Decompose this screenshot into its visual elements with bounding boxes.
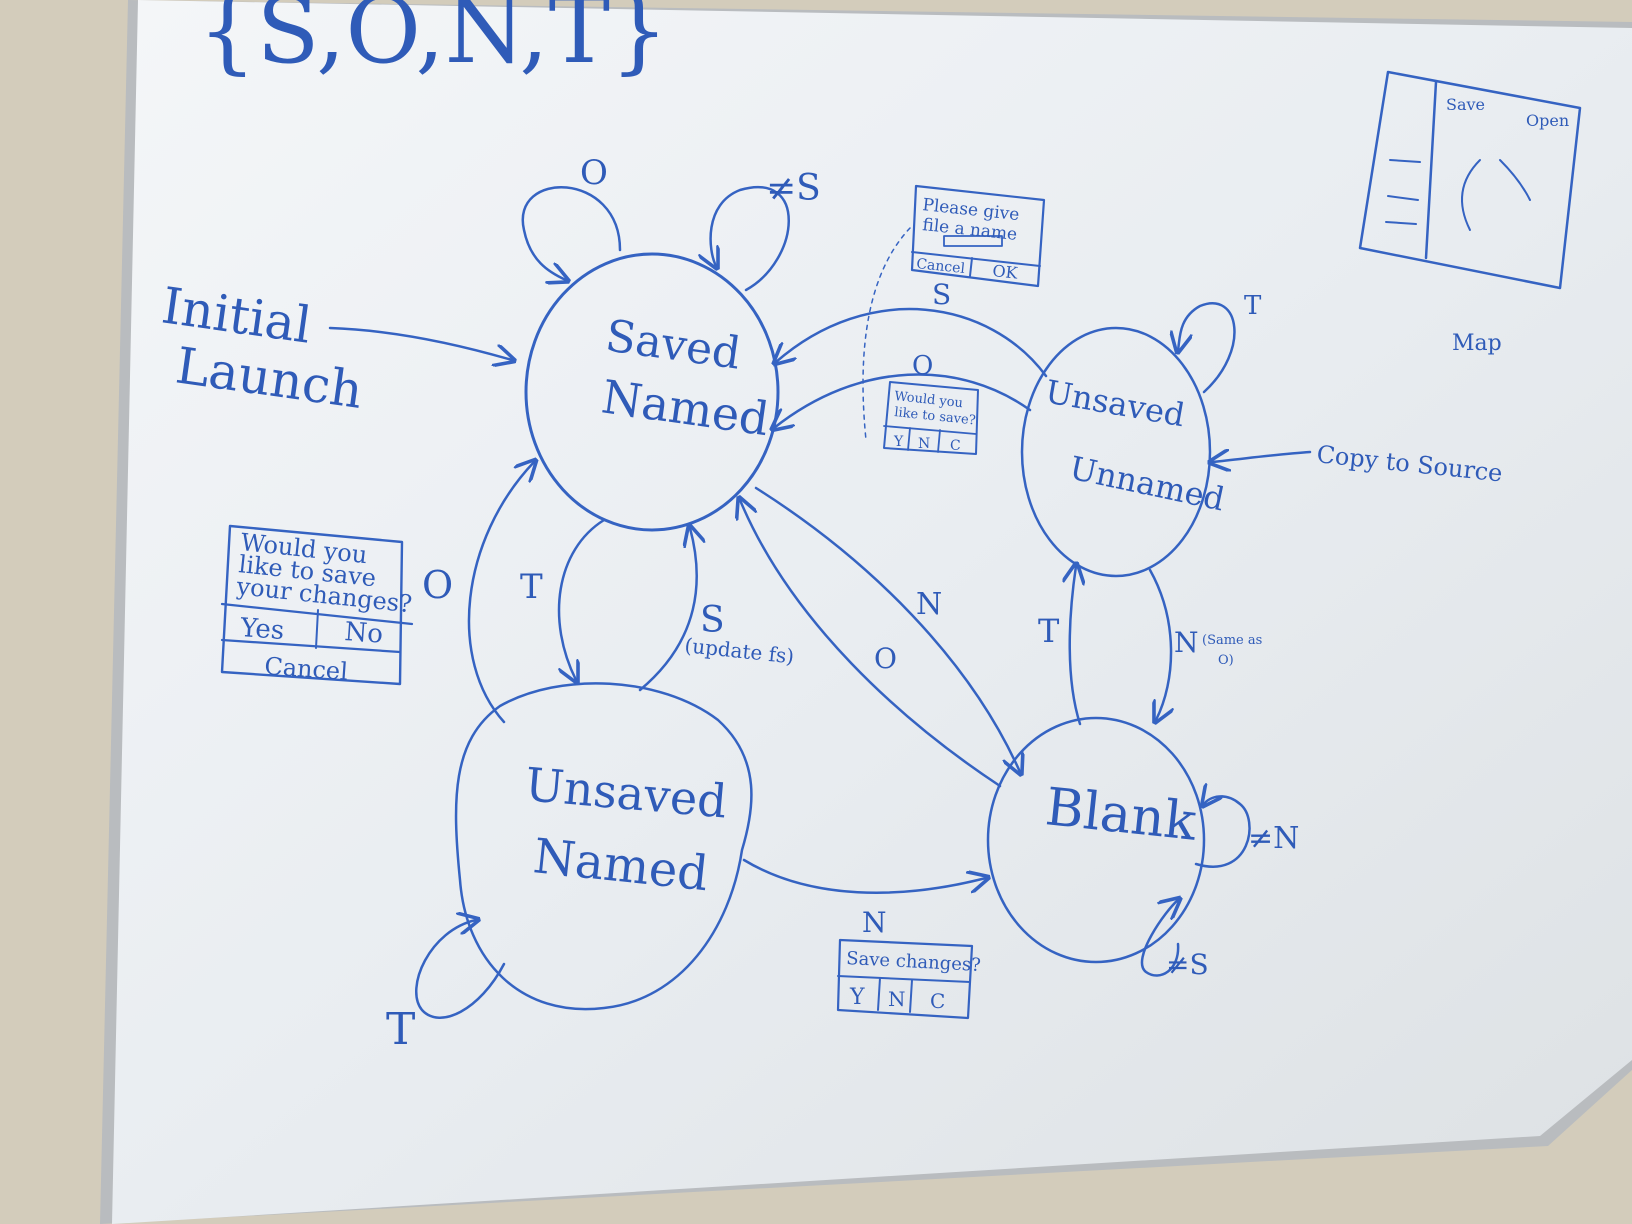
map-label: Map [1452, 331, 1502, 356]
label-not-n: ≠N [1248, 821, 1299, 856]
transition-unsaved-unnamed-to-saved-named-o: O [774, 351, 1032, 428]
sketch-save-label: Save [1446, 95, 1485, 114]
transition-unsaved-named-self-t: T [386, 920, 506, 1055]
label-n-same: (Same as [1202, 633, 1262, 648]
transition-blank-to-unsaved-unnamed-t: T [1038, 566, 1080, 726]
dialog-save-big-yes: Yes [239, 613, 286, 646]
label-n-bottom: N [862, 906, 887, 939]
sketch-open-label: Open [1526, 111, 1569, 130]
dialog-save-small: Would you like to save? Y N C [883, 381, 979, 455]
dialog-give-name-ok: OK [992, 261, 1020, 283]
label-s-upper: S [932, 278, 951, 311]
label-t-right: T [1038, 612, 1060, 650]
dialog-save-small-n: N [918, 436, 930, 452]
transition-blank-to-saved-named-o: O [740, 500, 1002, 788]
label-o-diag: O [874, 642, 897, 675]
alphabet-label: {S,O,N,T} [198, 0, 669, 84]
dialog-save-changes-y: Y [849, 985, 865, 1010]
label-n-same-o: O) [1218, 653, 1234, 668]
label-o-upper: O [912, 351, 933, 381]
dialog-save-changes-c: C [930, 989, 945, 1013]
dialog-save-changes-n: N [888, 987, 906, 1011]
dialog-save-big-no: No [344, 617, 384, 650]
label-t-bottom-left: T [386, 1004, 415, 1055]
whiteboard-surface [112, 0, 1632, 1224]
dialog-save-big-cancel: Cancel [264, 652, 349, 686]
dialog-save-small-line1: Would you [894, 389, 964, 411]
label-n-right: N [1174, 626, 1199, 659]
transition-saved-named-to-unsaved-named-t: T [520, 518, 606, 680]
transition-blank-self-not-n: ≠N [1194, 796, 1299, 868]
transition-blank-self-not-s: ≠S [1140, 900, 1209, 981]
transition-unsaved-named-to-blank-n: N [742, 858, 986, 939]
transition-unsaved-unnamed-to-blank-n: N (Same as O) [1148, 568, 1262, 720]
transition-unsaved-unnamed-self-t: T [1178, 291, 1262, 394]
label-not-s-bottom: ≠S [1166, 948, 1209, 981]
transition-unsaved-named-to-saved-named-o: O [422, 462, 534, 724]
transition-saved-named-self-o: O [521, 153, 622, 280]
label-t-mid: T [520, 567, 543, 607]
label-t-loop-uu: T [1244, 291, 1262, 321]
transition-saved-named-self-not-s: ≠S [711, 168, 821, 292]
label-s-mid: S [700, 600, 725, 641]
label-o-top: O [580, 153, 608, 193]
dialog-save-small-c: C [950, 438, 961, 454]
dialog-give-name-cancel: Cancel [916, 256, 967, 277]
label-not-s-top: ≠S [766, 168, 821, 209]
transition-unsaved-unnamed-to-saved-named-s: S [776, 278, 1048, 378]
dialog-save-small-y: Y [893, 434, 904, 450]
map-sketch: Save Open [1358, 70, 1582, 290]
label-o-left: O [422, 563, 453, 607]
transition-saved-named-to-blank-n: N [754, 486, 1020, 772]
label-n-diag: N [916, 587, 942, 622]
